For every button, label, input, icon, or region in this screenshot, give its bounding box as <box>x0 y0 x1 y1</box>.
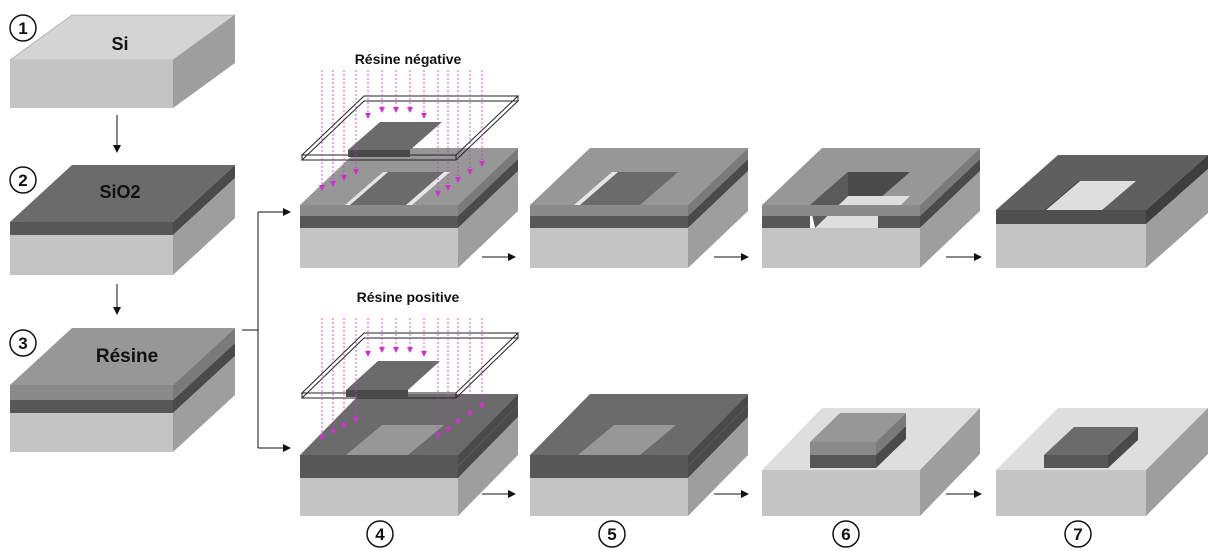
svg-text:1: 1 <box>18 19 27 38</box>
label-sio2: SiO2 <box>99 182 140 202</box>
svg-text:4: 4 <box>375 525 385 544</box>
step-badge-1: 1 <box>9 14 37 42</box>
block-neg-step4 <box>300 148 518 268</box>
label-resine: Résine <box>96 346 158 367</box>
svg-text:6: 6 <box>841 525 850 544</box>
block-neg-step7 <box>996 155 1208 268</box>
step-badge-3: 3 <box>9 329 37 357</box>
step-badge-6: 6 <box>832 520 860 548</box>
block-neg-step5 <box>530 148 748 268</box>
step-badge-7: 7 <box>1064 520 1092 548</box>
uv-arrows-positive <box>319 318 485 441</box>
svg-text:7: 7 <box>1073 525 1082 544</box>
branch-connector <box>242 208 291 452</box>
label-si: Si <box>111 34 128 54</box>
step-badge-2: 2 <box>9 166 37 194</box>
step-badge-5: 5 <box>598 520 626 548</box>
block-pos-step6 <box>762 408 980 516</box>
photomask-negative <box>300 95 520 161</box>
block-pos-step4 <box>300 394 518 516</box>
caption-positive: Résine positive <box>357 289 460 305</box>
step-badge-4: 4 <box>366 520 394 548</box>
svg-text:5: 5 <box>607 525 616 544</box>
uv-arrows-negative <box>319 70 485 197</box>
block-neg-step6 <box>762 148 980 268</box>
svg-text:2: 2 <box>18 171 27 190</box>
block-pos-step5 <box>530 394 748 516</box>
block-step1-si <box>9 14 236 108</box>
block-step3-resine <box>10 328 235 452</box>
caption-negative: Résine négative <box>355 51 462 67</box>
photomask-positive <box>300 332 520 399</box>
block-step2-sio2 <box>10 165 235 275</box>
block-pos-step7 <box>996 408 1208 516</box>
svg-text:3: 3 <box>18 334 27 353</box>
